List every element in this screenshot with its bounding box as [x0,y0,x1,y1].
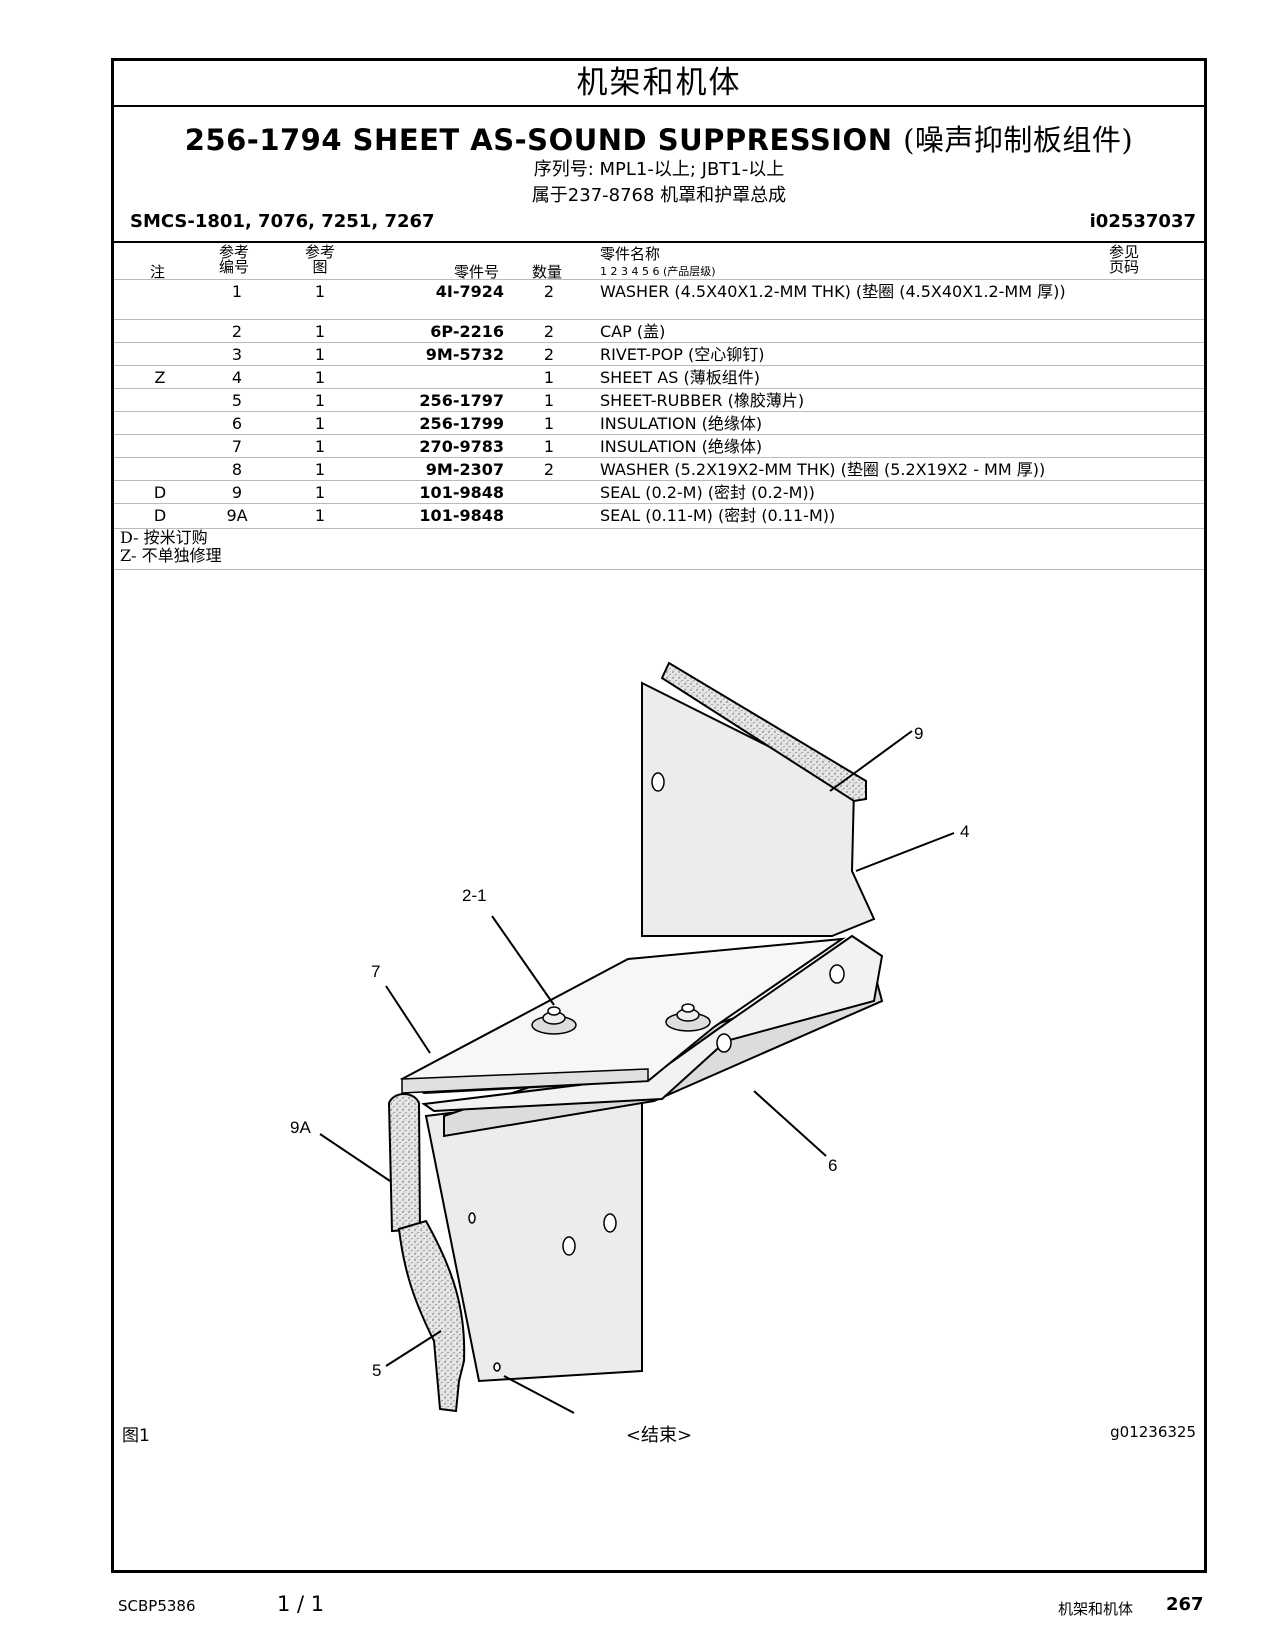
callout-2-1: 2-1 [462,886,487,905]
part-title: 256-1794 SHEET AS-SOUND SUPPRESSION (噪声抑… [114,117,1204,159]
hole [651,772,665,792]
callout-6: 6 [828,1156,837,1175]
rubber-sheet-5 [397,1219,466,1413]
hole [716,1033,732,1053]
col-ref-no: 参考编号 [218,243,249,276]
callout-5: 5 [372,1361,381,1380]
table-header: 注 参考编号 参考图 零件号 数量 零件名称 1 2 3 4 5 6 (产品层级… [114,243,1204,282]
insulation-7 [400,937,846,1095]
end-mark: <结束> [625,1425,693,1446]
footer-page-count: 1 / 1 [277,1592,325,1616]
seal-top [660,661,867,803]
part-title-number: 256-1794 [184,123,343,157]
legend-notes: D- 按米订购 Z- 不单独修理 [114,528,1204,570]
col-ref-fig: 参考图 [304,243,335,276]
part-title-zh: (噪声抑制板组件) [903,123,1134,157]
figure-label: 图1 [122,1426,150,1446]
col-part-no: 零件号 [454,263,500,281]
legend-d: D- 按米订购 [120,528,208,547]
callout-4: 4 [960,822,969,841]
graphic-id: g01236325 [1110,1423,1196,1441]
footer-doc-number: SCBP5386 [118,1597,196,1615]
footer-section: 机架和机体 [1058,1600,1134,1618]
seal-9a [387,1093,422,1233]
callout-9: 9 [914,724,923,743]
rivet-hole [493,1362,501,1372]
callout-9a: 9A [290,1118,311,1137]
part-title-name: SHEET AS-SOUND SUPPRESSION [352,123,893,157]
cap-left [531,1006,577,1035]
col-name: 零件名称 [600,245,661,263]
page-frame: 机架和机体 256-1794 SHEET AS-SOUND SUPPRESSIO… [111,58,1207,1573]
exploded-view-figure: 9 4 2-1 7 9A 6 5 3-8 [290,661,969,1421]
col-note: 注 [150,263,166,281]
divider [114,241,1204,243]
illustration-id: i02537037 [1089,211,1196,232]
hole [603,1213,617,1233]
col-name-levels: 1 2 3 4 5 6 (产品层级) [600,265,716,278]
footer-page-number: 267 [1166,1594,1204,1615]
cap-right [665,1003,711,1032]
smcs-codes: SMCS-1801, 7076, 7251, 7267 [130,211,435,232]
callout-3-8: 3-8 [576,1418,601,1421]
col-see-page: 参见页码 [1108,243,1139,276]
serial-range: 序列号: MPL1-以上; JBT1-以上 [533,159,785,180]
col-qty: 数量 [532,263,563,281]
callout-7: 7 [371,962,380,981]
belongs-to: 属于237-8768 机罩和护罩总成 [531,185,787,206]
hole [468,1212,476,1224]
legend-z: Z- 不单独修理 [120,546,222,565]
hole [562,1236,576,1256]
section-title: 机架和机体 [114,61,1204,107]
hole [829,964,845,984]
